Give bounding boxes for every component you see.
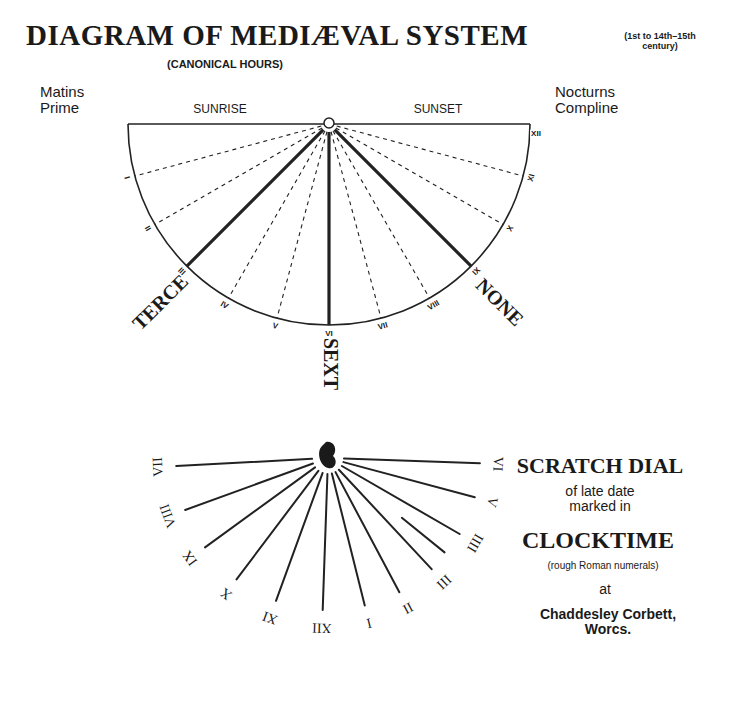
office-name: SEXT (320, 338, 342, 390)
scratch-line (237, 471, 319, 580)
dial-numeral: XI (260, 608, 279, 628)
hour-numeral: IV (218, 300, 231, 312)
office-name: TERCE (128, 270, 192, 334)
gnomon-hole (324, 118, 334, 128)
hour-numeral: I (121, 175, 131, 181)
hour-numeral: X (505, 224, 516, 235)
scratch-line (342, 466, 460, 534)
caption-heading: SCRATCH DIAL (517, 454, 683, 478)
dial-numeral: VI (490, 456, 506, 471)
scratch-line (176, 459, 312, 466)
dial-numeral: V (483, 495, 500, 509)
hour-numeral: VII (377, 321, 391, 333)
scratch-line (339, 470, 432, 569)
hour-line (135, 126, 321, 176)
office-line (335, 130, 471, 266)
hour-name: Matins Prime (40, 84, 100, 117)
direction-label: SUNRISE (193, 103, 246, 116)
caption-text: at (599, 582, 611, 597)
office-line (327, 132, 330, 325)
caption-text: Chaddesley Corbett, Worcs. (523, 607, 693, 638)
subtitle: (CANONICAL HOURS) (167, 58, 283, 70)
hour-numeral: II (142, 224, 153, 234)
scratch-line (343, 462, 474, 497)
dial-numeral: I (365, 615, 373, 631)
scratch-line (205, 467, 315, 547)
scratch-line (336, 472, 400, 592)
date-note: (1st to 14th–15th century) (613, 32, 708, 52)
gnomon-hole (319, 442, 336, 469)
dial-numeral: IX (180, 547, 201, 568)
caption-text: (rough Roman numerals) (547, 560, 658, 571)
hour-line (331, 132, 381, 318)
dial-numeral: IIII (464, 531, 487, 555)
scratch-line (402, 518, 445, 553)
title: DIAGRAM OF MEDIÆVAL SYSTEM (26, 20, 528, 52)
office-name: NONE (472, 274, 528, 330)
scratch-line (276, 473, 323, 601)
dial-arc (128, 124, 530, 325)
hour-numeral: IX (471, 266, 484, 279)
dial-numeral: VIII (157, 502, 180, 530)
hour-numeral: VIII (426, 299, 443, 314)
scratch-line (344, 459, 480, 464)
caption-heading: CLOCKTIME (522, 527, 674, 553)
hour-numeral: XII (530, 130, 542, 139)
dial-numeral: X (217, 585, 234, 603)
hour-line (333, 131, 430, 298)
hour-line (229, 131, 326, 298)
hour-numeral: XI (526, 173, 537, 185)
hour-numeral: V (270, 322, 279, 332)
dial-numeral: II (400, 599, 415, 617)
hour-line (336, 128, 503, 225)
office-line (187, 130, 323, 266)
dial-numeral: III (434, 572, 455, 593)
direction-label: SUNSET (414, 103, 463, 116)
hour-line (277, 132, 327, 318)
hour-line (155, 128, 322, 225)
caption-text: of late date marked in (550, 484, 650, 515)
dial-numeral: XII (312, 620, 332, 636)
scratch-line (323, 474, 328, 610)
hour-name: Nocturns Compline (555, 84, 645, 117)
hour-line (337, 126, 523, 176)
dial-numeral: VII (150, 457, 166, 477)
hour-numeral: VI (324, 330, 334, 339)
